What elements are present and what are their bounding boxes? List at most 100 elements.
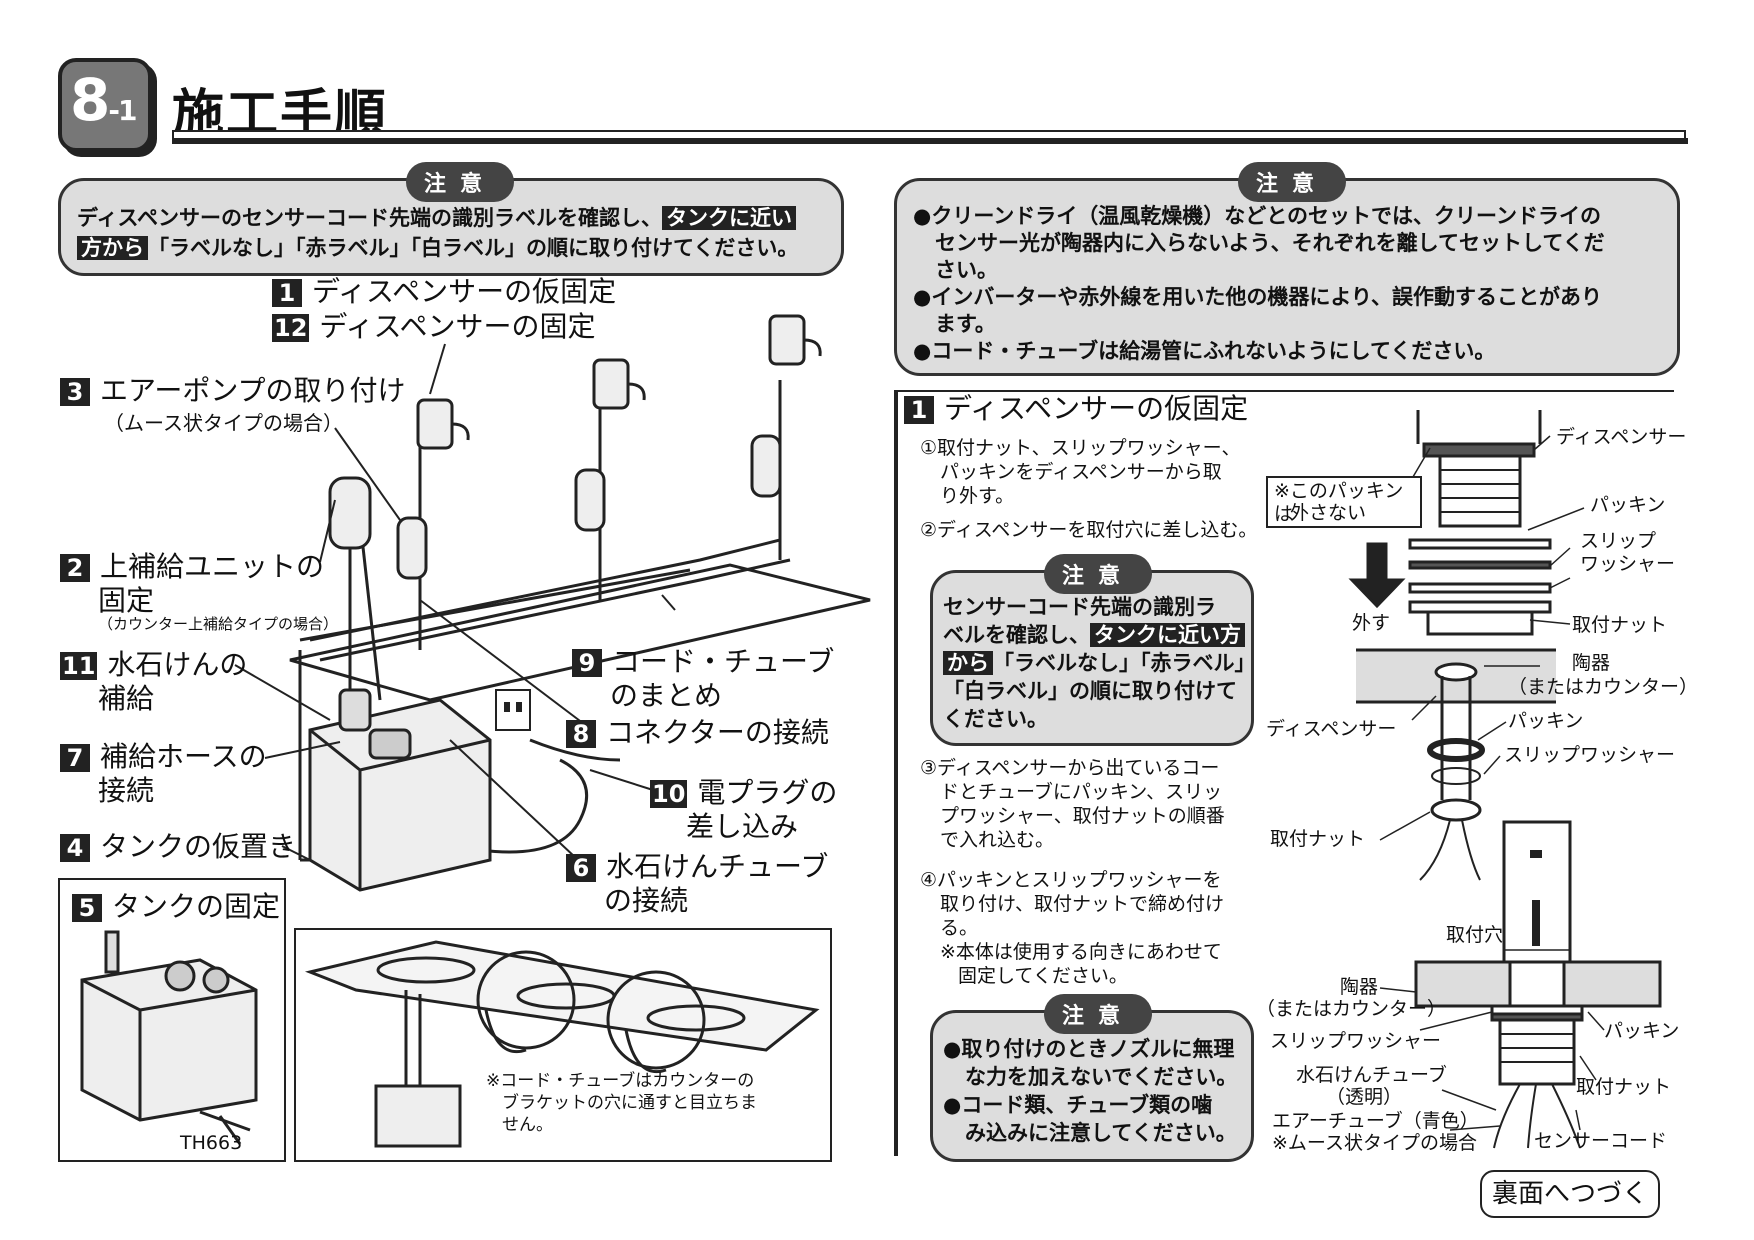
step-12-label: 12 ディスペンサーの固定 <box>272 310 596 344</box>
label-air-tube-2: ※ムース状タイプの場合 <box>1272 1132 1477 1154</box>
section-badge: 8-1 <box>58 58 152 152</box>
step-10-text2: 差し込み <box>686 810 799 843</box>
step-2-num: 2 <box>60 554 90 582</box>
para-3-line2: ドとチューブにパッキン、スリッ <box>940 781 1223 803</box>
step-12-num: 12 <box>272 314 310 342</box>
continue-on-back: 裏面へつづく <box>1480 1170 1660 1218</box>
label-air-tube-1: エアーチューブ（青色） <box>1272 1110 1479 1132</box>
step-11-text1: 水石けんの <box>107 648 248 681</box>
left-caution-highlight2: 方から <box>77 236 148 260</box>
label-soap-tube-1: 水石けんチューブ <box>1296 1064 1447 1086</box>
right-caution-tag: 注意 <box>1238 162 1347 202</box>
para-1-line1: ①取付ナット、スリップワッシャー、 <box>920 437 1241 459</box>
tank-model: TH663 <box>180 1132 243 1154</box>
section-1-para-4: ④パッキンとスリップワッシャーを 取り付け、取付ナットで締め付け る。 ※本体は… <box>920 868 1224 988</box>
low-caution-line2: な力を加えないでください。 <box>965 1065 1238 1089</box>
low-caution-tag: 注意 <box>1044 994 1153 1034</box>
step-12-text: ディスペンサーの固定 <box>319 310 596 343</box>
step-2-label: 2 上補給ユニットの <box>60 550 324 584</box>
step-3-num: 3 <box>60 378 90 406</box>
left-caution-tag: 注意 <box>406 162 515 202</box>
mid-caution-line5: ください。 <box>943 707 1048 731</box>
left-caution-line1: ディスペンサーのセンサーコード先端の識別ラベルを確認し、 <box>77 206 663 230</box>
left-caution-text: ディスペンサーのセンサーコード先端の識別ラベルを確認し、タンクに近い 方から「ラ… <box>77 203 798 263</box>
section-1-title: ディスペンサーの仮固定 <box>944 392 1249 425</box>
para-4-line2: 取り付け、取付ナットで締め付け <box>940 893 1225 915</box>
step-2-sub: （カウンター上補給タイプの場合） <box>98 615 339 633</box>
inset-counter-brackets: ※コード・チューブはカウンターの ブラケットの穴に通すと目立ちま せん。 <box>294 928 832 1162</box>
step-7-text2: 接続 <box>98 774 155 807</box>
step-11-text2: 補給 <box>98 682 155 715</box>
step-3-label: 3 エアーポンプの取り付け <box>60 374 405 408</box>
para-3-line1: ③ディスペンサーから出ているコー <box>920 757 1220 779</box>
step-4-text: タンクの仮置き <box>100 830 297 863</box>
step-3-sub: （ムース状タイプの場合） <box>104 411 343 435</box>
label-ceramic-mid-2: （またはカウンター） <box>1508 676 1699 698</box>
mid-caution-line4: 「白ラベル」の順に取り付けて <box>943 679 1237 703</box>
title-rule-shadow <box>172 138 1688 144</box>
low-caution-line1: ●取り付けのときノズルに無理 <box>943 1037 1235 1061</box>
step-3-text: エアーポンプの取り付け <box>100 374 406 407</box>
step-10-num: 10 <box>650 780 688 808</box>
step-8-label: 8 コネクターの接続 <box>566 716 829 750</box>
step-6-num: 6 <box>566 854 596 882</box>
mid-caution-line2a: ベルを確認し、 <box>943 623 1090 647</box>
step-9-num: 9 <box>572 649 602 677</box>
step-4-num: 4 <box>60 834 90 862</box>
mid-caution-line1: センサーコード先端の識別ラ <box>943 595 1216 619</box>
step-8-num: 8 <box>566 720 596 748</box>
para-4-line1: ④パッキンとスリップワッシャーを <box>920 869 1222 891</box>
low-caution-text: ●取り付けのときノズルに無理 な力を加えないでください。 ●コード類、チューブ類… <box>943 1035 1237 1147</box>
counter-note-line3: せん。 <box>502 1115 553 1135</box>
counter-note-line1: ※コード・チューブはカウンターの <box>486 1071 755 1091</box>
counter-brackets-illustration <box>304 940 820 1148</box>
step-2-text1: 上補給ユニットの <box>100 550 325 583</box>
step-8-text: コネクターの接続 <box>606 716 829 749</box>
label-remove: 外す <box>1352 612 1391 634</box>
label-hole: 取付穴 <box>1446 924 1504 946</box>
section-1-para-2: ②ディスペンサーを取付穴に差し込む。 <box>920 519 1258 541</box>
label-slip-top-2: ワッシャー <box>1580 553 1676 575</box>
right-caution-b3: ●コード・チューブは給湯管にふれないようにしてください。 <box>913 339 1496 363</box>
step-1-num: 1 <box>272 279 302 307</box>
right-caution-b1-line3: さい。 <box>935 258 998 282</box>
step-7-num: 7 <box>60 744 90 772</box>
keep-packing-note: ※このパッキンは 外さない <box>1266 476 1422 528</box>
left-caution-box: ディスペンサーのセンサーコード先端の識別ラベルを確認し、タンクに近い 方から「ラ… <box>58 178 844 276</box>
section-1-top-rule <box>894 390 1674 392</box>
right-caution-b2-line1: ●インバーターや赤外線を用いた他の機器により、誤作動することがあり <box>913 285 1603 309</box>
label-dispenser-mid: ディスペンサー <box>1266 718 1397 740</box>
label-nut-top: 取付ナット <box>1572 614 1668 636</box>
label-ceramic-mid-1: 陶器 <box>1572 652 1611 674</box>
step-2-text2: 固定 <box>98 584 155 617</box>
para-3-line3: プワッシャー、取付ナットの順番 <box>940 805 1225 827</box>
right-caution-box: ●クリーンドライ（温風乾燥機）などとのセットでは、クリーンドライの センサー光が… <box>894 178 1680 376</box>
label-slip-low: スリップワッシャー <box>1270 1030 1442 1052</box>
label-packing-low: パッキン <box>1604 1020 1680 1042</box>
step-9-text2: のまとめ <box>610 679 723 712</box>
section-1-para-1: ①取付ナット、スリップワッシャー、 パッキンをディスペンサーから取 り外す。 <box>920 436 1240 508</box>
left-caution-highlight1: タンクに近い <box>662 206 797 230</box>
low-caution-line4: み込みに注意してください。 <box>965 1121 1237 1145</box>
mid-caution-text: センサーコード先端の識別ラ ベルを確認し、タンクに近い方 から「ラベルなし」「赤… <box>943 593 1256 733</box>
label-soap-tube-2: （透明） <box>1326 1086 1403 1108</box>
label-sensor-cord: センサーコード <box>1534 1130 1668 1152</box>
mid-caution-highlight1: タンクに近い方 <box>1090 623 1245 647</box>
label-dispenser-top: ディスペンサー <box>1556 426 1687 448</box>
section-1-para-3: ③ディスペンサーから出ているコー ドとチューブにパッキン、スリッ プワッシャー、… <box>920 756 1225 852</box>
keep-note-line2: 外さない <box>1290 502 1367 524</box>
step-1-text: ディスペンサーの仮固定 <box>312 275 617 308</box>
mid-caution-box: センサーコード先端の識別ラ ベルを確認し、タンクに近い方 から「ラベルなし」「赤… <box>930 570 1256 746</box>
step-6-text2: の接続 <box>604 884 689 917</box>
para-4-line4: ※本体は使用する向きにあわせて <box>940 941 1222 963</box>
para-3-line4: で入れ込む。 <box>940 829 1055 851</box>
badge-main: 8 <box>70 66 110 134</box>
label-slip-top-1: スリップ <box>1580 530 1657 552</box>
